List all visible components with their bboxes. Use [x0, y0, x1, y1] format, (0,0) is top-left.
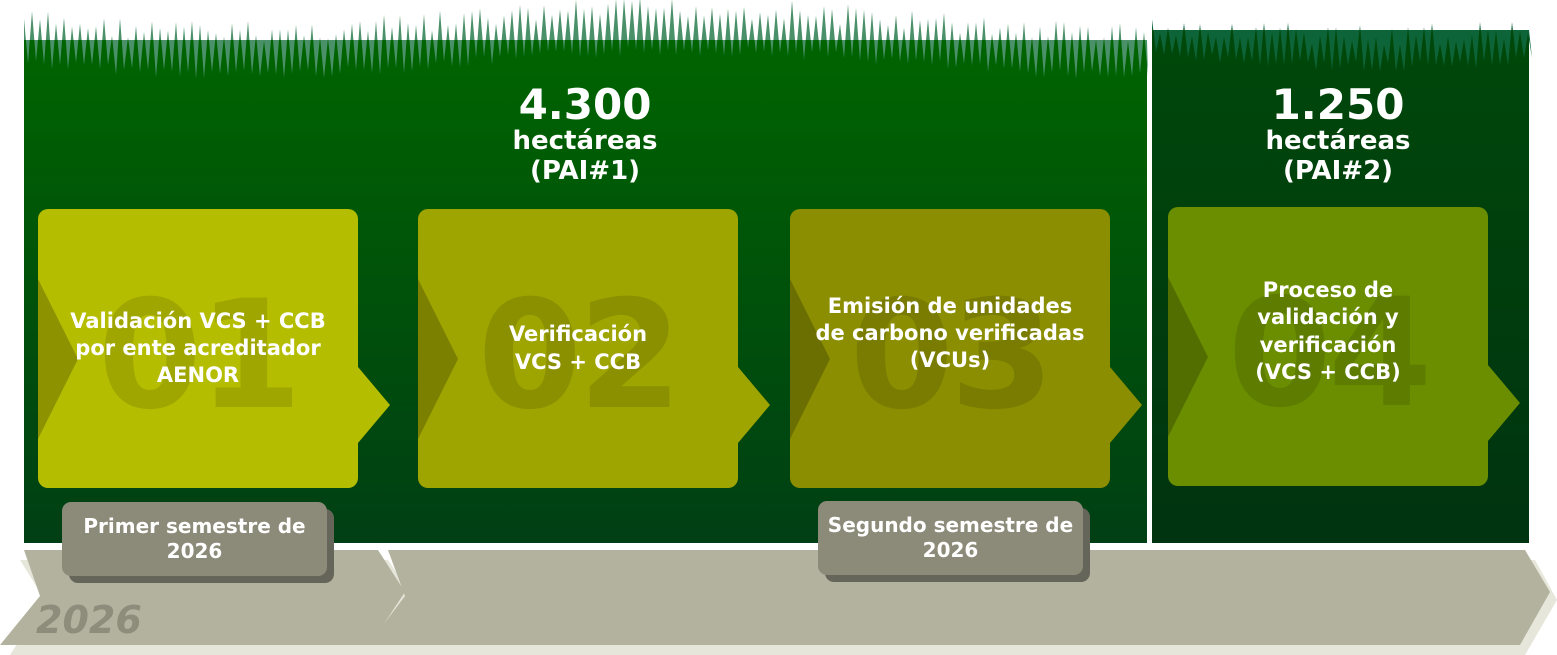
- hectares-number: 4.300: [518, 80, 652, 129]
- step-text: Verificación VCS + CCB: [508, 322, 648, 374]
- pai-label: (PAI#1): [529, 156, 641, 186]
- arrow-notch: [418, 279, 458, 439]
- grass-decoration: [1152, 19, 1532, 72]
- second-semester-label: Segundo semestre de 2026: [818, 501, 1083, 575]
- arrow-notch: [790, 279, 830, 439]
- step-number: 04: [1227, 267, 1433, 441]
- step-card-03: 03 Emisión de unidades de carbono verifi…: [790, 209, 1142, 488]
- panel-header-pai1: 4.300 hectáreas (PAI#1): [430, 80, 740, 186]
- step-text: Validación VCS + CCB por ente acreditado…: [70, 308, 326, 388]
- arrow-notch: [38, 279, 78, 439]
- arrow-tip: [1110, 367, 1142, 443]
- arrow-tip: [1488, 365, 1520, 441]
- step-card-02: 02 Verificación VCS + CCB: [418, 209, 770, 488]
- step-card-04: 04 Proceso de validación y verificación …: [1168, 207, 1520, 486]
- hectares-unit: hectáreas: [1265, 126, 1411, 156]
- first-semester-label: Primer semestre de 2026: [62, 502, 327, 576]
- step-card-01: 01 Validación VCS + CCB por ente acredit…: [38, 209, 390, 488]
- step-number: 01: [97, 269, 303, 443]
- step-number: 02: [477, 269, 683, 443]
- step-text: Proceso de validación y verificación (VC…: [1255, 277, 1401, 384]
- step-number: 03: [849, 269, 1055, 443]
- pai-label: (PAI#2): [1282, 156, 1394, 186]
- panel-header-pai2: 1.250 hectáreas (PAI#2): [1183, 80, 1493, 186]
- hectares-unit: hectáreas: [512, 126, 658, 156]
- grass-decoration: [24, 0, 1148, 79]
- hectares-number: 1.250: [1271, 80, 1405, 129]
- timeline-year: 2026: [36, 598, 142, 642]
- arrow-tip: [358, 367, 390, 443]
- arrow-notch: [1168, 277, 1208, 437]
- step-text: Emisión de unidades de carbono verificad…: [815, 293, 1085, 373]
- arrow-tip: [738, 367, 770, 443]
